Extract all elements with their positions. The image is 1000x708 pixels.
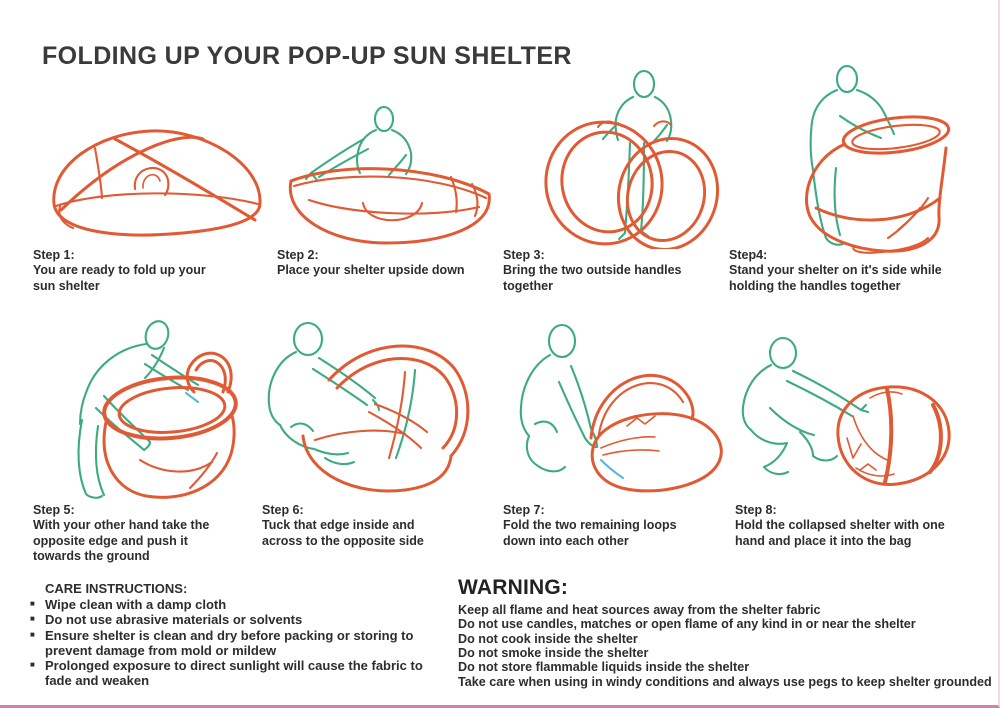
collapsed-bundle-icon	[741, 336, 951, 486]
step-6-illustration	[255, 308, 490, 506]
step-2-caption: Step 2: Place your shelter upside down	[277, 248, 497, 279]
person-figure	[519, 323, 599, 473]
step-6-caption: Step 6: Tuck that edge inside and across…	[262, 503, 452, 549]
care-instructions-list: Wipe clean with a damp cloth Do not use …	[30, 597, 442, 689]
step-1-illustration	[35, 118, 265, 255]
shelter-drawing	[589, 373, 723, 493]
step-8-caption: Step 8: Hold the collapsed shelter with …	[735, 503, 975, 549]
warning-item: Keep all flame and heat sources away fro…	[458, 602, 821, 617]
step-6-text: Tuck that edge inside and across to the …	[262, 518, 424, 548]
shelter-drawing	[544, 120, 720, 251]
person-figure	[741, 336, 870, 476]
step-7-illustration	[505, 308, 727, 506]
shelter-drawing	[288, 167, 491, 245]
dome-shelter-icon	[52, 129, 262, 237]
step-1-text: You are ready to fold up your sun shelte…	[33, 263, 206, 293]
care-item: Wipe clean with a damp cloth	[30, 597, 442, 613]
step-2-label: Step 2:	[277, 248, 319, 262]
step-8-label: Step 8:	[735, 503, 777, 517]
tuck-edge-icon	[267, 321, 470, 493]
warning-item: Do not store flammable liquids inside th…	[458, 660, 750, 675]
shelter-drawing	[301, 344, 470, 493]
person-figure	[267, 321, 417, 466]
step-1-caption: Step 1: You are ready to fold up your su…	[33, 248, 228, 294]
upside-down-shelter-icon	[288, 105, 491, 245]
step-6-label: Step 6:	[262, 503, 304, 517]
step-2-text: Place your shelter upside down	[277, 263, 465, 278]
two-loops-icon	[544, 69, 720, 251]
step-8-illustration	[730, 328, 952, 506]
step-3-caption: Step 3: Bring the two outside handles to…	[503, 248, 698, 294]
step-5-text: With your other hand take the opposite e…	[33, 518, 210, 563]
shelter-drawing	[805, 115, 951, 254]
shelter-drawing	[836, 385, 951, 486]
care-instructions-section: CARE INSTRUCTIONS: Wipe clean with a dam…	[30, 581, 442, 690]
shelter-on-side-icon	[805, 64, 951, 254]
step-3-illustration	[540, 63, 740, 254]
step-4-text: Stand your shelter on it's side while ho…	[729, 263, 942, 293]
step-2-illustration	[283, 103, 498, 254]
care-instructions-title: CARE INSTRUCTIONS:	[45, 581, 188, 596]
step-7-label: Step 7:	[503, 503, 545, 517]
care-item: Prolonged exposure to direct sunlight wi…	[30, 658, 442, 688]
step-5-label: Step 5:	[33, 503, 75, 517]
warning-section: WARNING: Keep all flame and heat sources…	[458, 576, 998, 689]
care-item: Ensure shelter is clean and dry before p…	[30, 628, 442, 658]
step-3-label: Step 3:	[503, 248, 545, 262]
step-1-label: Step 1:	[33, 248, 75, 262]
step-8-text: Hold the collapsed shelter with one hand…	[735, 518, 945, 548]
warning-item: Take care when using in windy conditions…	[458, 674, 992, 689]
warning-item: Do not use candles, matches or open flam…	[458, 617, 916, 632]
warning-item: Do not smoke inside the shelter	[458, 645, 649, 660]
fold-loops-icon	[519, 323, 723, 493]
care-item: Do not use abrasive materials or solvent…	[30, 613, 442, 628]
step-4-caption: Step4: Stand your shelter on it's side w…	[729, 248, 974, 294]
step-4-label: Step4:	[729, 248, 768, 262]
step-7-text: Fold the two remaining loops down into e…	[503, 518, 677, 548]
step-7-caption: Step 7: Fold the two remaining loops dow…	[503, 503, 698, 549]
page-title: FOLDING UP YOUR POP-UP SUN SHELTER	[42, 42, 572, 70]
warning-title: WARNING:	[458, 576, 569, 599]
shelter-drawing	[52, 129, 262, 237]
push-edge-icon	[77, 320, 238, 499]
step-5-illustration	[40, 298, 245, 509]
shelter-drawing	[102, 351, 238, 499]
step-5-caption: Step 5: With your other hand take the op…	[33, 503, 228, 564]
step-3-text: Bring the two outside handles together	[503, 263, 682, 293]
step-4-illustration	[770, 58, 975, 261]
warning-item: Do not cook inside the shelter	[458, 631, 638, 646]
